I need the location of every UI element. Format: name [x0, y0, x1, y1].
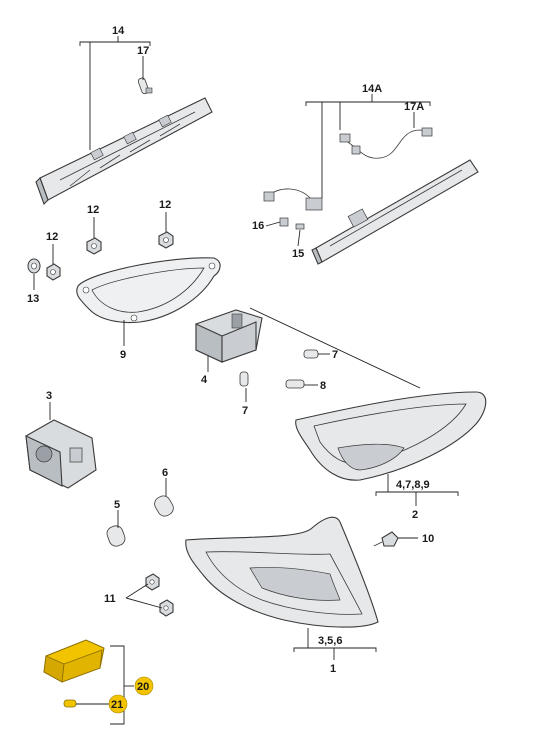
leaders-2	[375, 474, 459, 506]
leaders-11	[125, 583, 163, 609]
label-21: 21	[111, 699, 123, 711]
label-8: 8	[320, 380, 326, 392]
part-5-bulb	[106, 525, 126, 547]
label-14: 14	[112, 25, 125, 37]
label-14a: 14A	[362, 83, 382, 95]
label-13: 13	[27, 293, 39, 305]
leaders-20-21	[76, 645, 134, 725]
leaders-5-6	[117, 478, 167, 528]
part-13-washer	[27, 258, 41, 274]
part-20-module	[43, 639, 105, 683]
label-1: 1	[330, 663, 336, 675]
part-7-bulb-b	[239, 371, 249, 387]
part-6-bulb	[154, 495, 174, 517]
part-17a-wiring-harness	[339, 127, 433, 159]
label-7-a: 7	[332, 349, 338, 361]
part-4-bulb-holder	[195, 309, 263, 363]
label-5: 5	[114, 499, 120, 511]
part-2-inner-tail-lamp	[295, 391, 487, 481]
label-12-a: 12	[87, 204, 99, 216]
part-1-outer-tail-lamp	[185, 516, 379, 628]
label-4: 4	[201, 374, 208, 386]
part-12-nut-a	[86, 237, 102, 255]
badge-20	[134, 676, 154, 696]
label-12-c: 12	[46, 231, 58, 243]
label-2-group: 4,7,8,9	[396, 479, 430, 491]
leaders-1	[293, 628, 377, 660]
leaders-7-8	[245, 307, 421, 402]
label-16: 16	[252, 220, 264, 232]
part-14-brake-light-strip	[35, 97, 213, 205]
label-17: 17	[137, 45, 149, 57]
leaders-12-13	[33, 212, 167, 290]
label-10: 10	[422, 533, 434, 545]
part-3-bulb-holder	[25, 419, 97, 489]
part-21-bulb	[63, 699, 77, 708]
label-3: 3	[46, 390, 52, 402]
part-14a-brake-light	[311, 159, 479, 265]
label-2: 2	[412, 509, 418, 521]
label-11: 11	[104, 593, 116, 605]
part-9-gasket	[76, 257, 221, 324]
part-17-bulb	[137, 77, 153, 95]
part-11-nut-b	[159, 599, 174, 617]
badge-21	[108, 694, 128, 714]
label-20: 20	[137, 681, 149, 693]
part-10-screw	[373, 531, 399, 547]
label-15: 15	[292, 248, 304, 260]
leaders-14a-17a	[265, 94, 431, 247]
label-6: 6	[162, 467, 168, 479]
label-12-b: 12	[159, 199, 171, 211]
label-9: 9	[120, 349, 126, 361]
part-15-clip	[295, 223, 305, 230]
label-17a: 17A	[404, 101, 424, 113]
part-16-harness-connector	[263, 188, 323, 227]
part-12-nut-c	[46, 263, 61, 281]
part-7-bulb-a	[303, 349, 319, 359]
part-8-bulb	[285, 379, 305, 389]
part-11-nut-a	[145, 573, 160, 591]
leaders-14-17	[79, 36, 151, 150]
label-1-group: 3,5,6	[318, 635, 342, 647]
part-12-nut-b	[158, 231, 174, 249]
label-7-b: 7	[242, 405, 248, 417]
